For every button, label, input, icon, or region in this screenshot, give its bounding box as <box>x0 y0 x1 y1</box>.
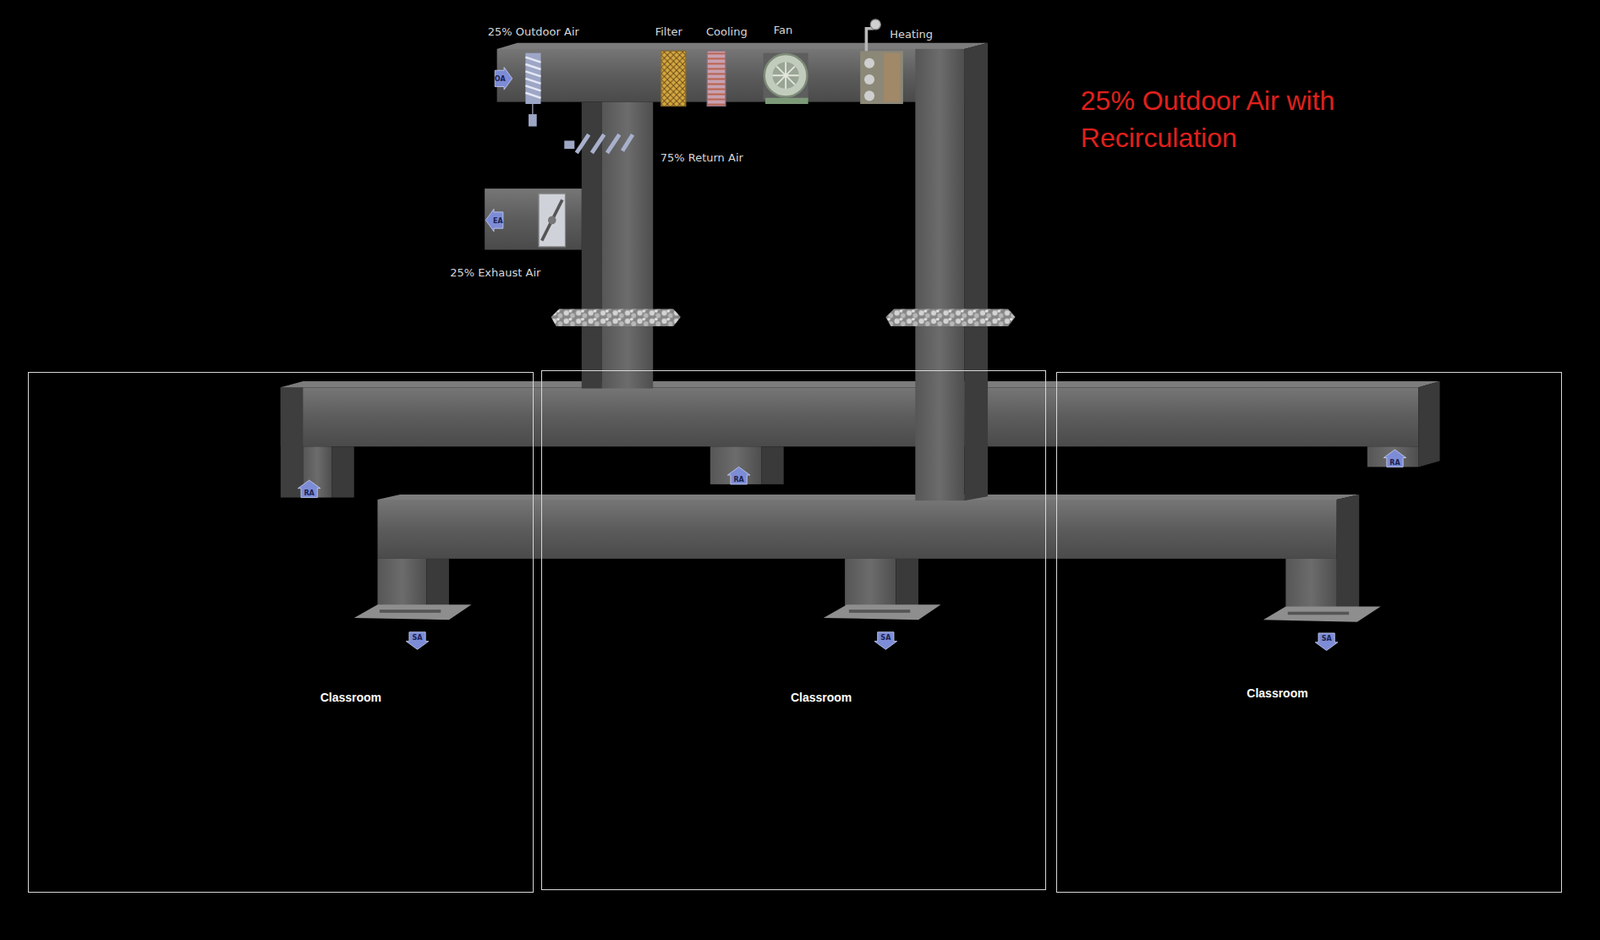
label-wrap: SA <box>412 634 423 642</box>
component-label: Heating <box>889 27 933 40</box>
component-label: 25% Outdoor Air <box>487 25 580 39</box>
arrow-tag: SA <box>412 634 423 642</box>
label-wrap: RA <box>1389 458 1400 466</box>
label-wrap: Heating <box>889 27 933 40</box>
arrow-tag: RA <box>733 476 744 484</box>
label-wrap: 75% Return Air <box>660 150 744 164</box>
classroom-box: Classroom <box>1056 372 1562 893</box>
room-label-wrap: Classroom <box>790 690 852 705</box>
label-wrap: RA <box>303 488 314 497</box>
arrow-tag: SA <box>880 634 891 642</box>
classroom-box: Classroom <box>27 372 534 893</box>
diagram-title: 25% Outdoor Air with Recirculation <box>1080 82 1420 157</box>
label-wrap: Cooling <box>706 25 748 39</box>
label-wrap: OA <box>494 74 506 83</box>
room-label-wrap: Classroom <box>1246 686 1308 701</box>
arrow-tag: RA <box>303 488 314 497</box>
label-wrap: SA <box>880 634 891 642</box>
flow-arrows <box>297 67 1406 652</box>
room-label: Classroom <box>320 690 382 705</box>
title-wrap: 25% Outdoor Air with Recirculation <box>1080 82 1420 157</box>
classroom-box: Classroom <box>541 370 1047 891</box>
flow-label: 25% Exhaust Air <box>449 266 541 280</box>
room-label: Classroom <box>790 690 852 705</box>
room-label: Classroom <box>1246 686 1308 701</box>
floor-slab <box>551 308 1016 327</box>
arrow-tag: RA <box>1389 458 1400 466</box>
label-wrap: Fan <box>773 22 794 36</box>
label-wrap: 25% Exhaust Air <box>449 266 541 280</box>
component-label: Filter <box>655 25 683 39</box>
arrow-tag: OA <box>494 74 506 83</box>
label-wrap: SA <box>1321 635 1332 643</box>
label-wrap: Filter <box>655 25 683 39</box>
label-wrap: RA <box>733 476 744 484</box>
label-wrap: EA <box>493 216 504 225</box>
label-wrap: 25% Outdoor Air <box>487 25 580 39</box>
arrow-tag: SA <box>1321 635 1332 643</box>
component-label: Cooling <box>706 25 748 39</box>
room-label-wrap: Classroom <box>320 690 382 705</box>
duct-work <box>280 43 1441 623</box>
arrow-tag: EA <box>493 216 504 225</box>
flow-label: 75% Return Air <box>660 150 744 164</box>
component-label: Fan <box>773 22 794 36</box>
air-handler-parts <box>525 19 903 247</box>
